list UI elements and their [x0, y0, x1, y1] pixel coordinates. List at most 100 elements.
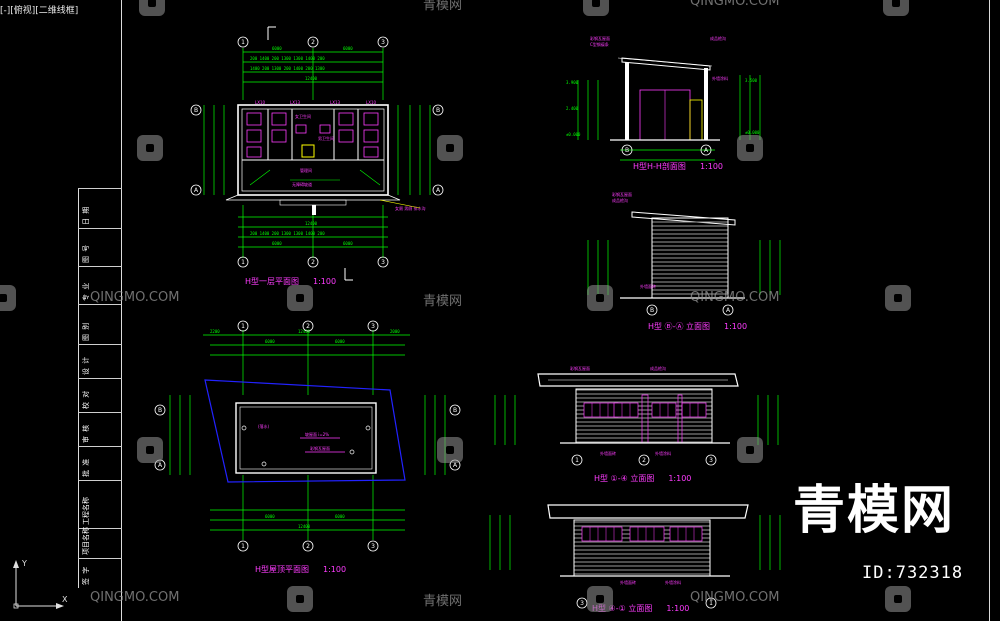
watermark-logo-icon [587, 586, 613, 612]
rear-elevation-scale: 1:100 [666, 604, 690, 613]
svg-text:Y: Y [21, 559, 27, 568]
title-block-cell: 批 准 [78, 446, 122, 481]
watermark-logo-icon [437, 437, 463, 463]
svg-text:B: B [650, 307, 654, 314]
title-block-cell: 日 期 [78, 188, 122, 229]
svg-text:LX13: LX13 [290, 100, 301, 105]
svg-text:成品檐沟: 成品檐沟 [710, 35, 726, 41]
floor-plan-scale: 1:100 [313, 277, 337, 286]
asset-id-label: ID:732318 [862, 563, 964, 583]
svg-text:±0.000: ±0.000 [566, 132, 581, 137]
svg-text:6000: 6000 [272, 46, 282, 51]
svg-text:外墙涂料: 外墙涂料 [712, 75, 728, 81]
svg-text:坡屋面 i=2%: 坡屋面 i=2% [305, 431, 329, 437]
svg-text:A: A [704, 147, 709, 154]
watermark-logo-icon [137, 135, 163, 161]
watermark-en: QINGMO.COM [690, 590, 780, 605]
roof-plan-title-text: H型屋顶平面图 [255, 565, 310, 574]
svg-text:200 1400 200 1300 1300 1400 20: 200 1400 200 1300 1300 1400 200 [250, 231, 325, 236]
rear-elevation-title-text: H型 ④-① 立面图 [592, 604, 653, 613]
title-block-cell: 图 别 [78, 304, 122, 345]
svg-text:2200: 2200 [210, 329, 220, 334]
svg-text:12400: 12400 [298, 329, 311, 334]
svg-text:1: 1 [241, 39, 245, 46]
svg-text:无障碍坡道: 无障碍坡道 [292, 181, 312, 187]
watermark-logo-icon [885, 285, 911, 311]
svg-text:男卫生间: 男卫生间 [318, 135, 334, 141]
watermark-en: QINGMO.COM [690, 0, 780, 9]
svg-text:A: A [726, 307, 731, 314]
section-scale: 1:100 [699, 162, 723, 171]
svg-text:6000: 6000 [265, 339, 275, 344]
svg-text:3: 3 [371, 543, 375, 550]
svg-text:2: 2 [306, 543, 310, 550]
svg-text:6000: 6000 [272, 241, 282, 246]
title-block: 日 期 图 号 专 业 图 别 设 计 校 对 审 核 批 准 工程名称 项目名… [78, 188, 122, 588]
svg-text:A: A [158, 462, 163, 469]
svg-text:B: B [158, 407, 162, 414]
front-elevation-title-text: H型 ①-④ 立面图 [594, 474, 655, 483]
watermark-logo-icon [883, 0, 909, 16]
side-elevation-title-text: H型 Ⓑ-Ⓐ 立面图 [648, 322, 710, 331]
watermark-logo-icon [437, 135, 463, 161]
svg-text:彩钢瓦屋面: 彩钢瓦屋面 [570, 365, 590, 371]
svg-text:LX10: LX10 [255, 100, 266, 105]
svg-text:200 1400 200 1300 1300 1400 20: 200 1400 200 1300 1300 1400 200 [250, 56, 325, 61]
svg-text:6000: 6000 [343, 241, 353, 246]
section-title: H型H-H剖面图 1:100 [633, 161, 723, 172]
svg-text:1400 200 1300 200 1400 200 130: 1400 200 1300 200 1400 200 1300 [250, 66, 325, 71]
svg-text:6000: 6000 [335, 339, 345, 344]
svg-text:3: 3 [381, 39, 385, 46]
watermark-logo-icon [587, 285, 613, 311]
title-block-cell: 校 对 [78, 378, 122, 413]
section-title-text: H型H-H剖面图 [633, 162, 686, 171]
svg-text:3: 3 [709, 457, 713, 464]
svg-text:B: B [194, 107, 198, 114]
viewport-label[interactable]: [-][俯视][二维线框] [0, 6, 79, 16]
svg-text:女厕 男厕 排水沟: 女厕 男厕 排水沟 [395, 205, 426, 211]
watermark-logo-icon [137, 437, 163, 463]
title-block-cell: 设 计 [78, 344, 122, 379]
svg-text:2.400: 2.400 [566, 106, 579, 111]
svg-text:LX10: LX10 [366, 100, 377, 105]
watermark-en: QINGMO.COM [690, 290, 780, 305]
watermark-cn: 青模网 [423, 594, 463, 609]
svg-text:A: A [453, 462, 458, 469]
watermark-logo-icon [287, 285, 313, 311]
svg-text:3: 3 [371, 323, 375, 330]
svg-text:3: 3 [580, 600, 584, 607]
frame-left-border [121, 0, 122, 621]
title-block-cell: 专 业 [78, 266, 122, 305]
svg-text:2: 2 [306, 323, 310, 330]
svg-text:2: 2 [311, 259, 315, 266]
svg-text:成品檐沟: 成品檐沟 [650, 365, 666, 371]
svg-text:12400: 12400 [305, 76, 318, 81]
svg-text:6000: 6000 [343, 46, 353, 51]
watermark-logo-icon [139, 0, 165, 16]
svg-text:管理间: 管理间 [300, 167, 312, 173]
ucs-axis-icon: Y X [13, 559, 68, 609]
floor-plan-title-text: H型一层平面图 [245, 277, 300, 286]
svg-text:1: 1 [241, 543, 245, 550]
watermark-cn: 青模网 [423, 294, 463, 309]
svg-text:2000: 2000 [390, 329, 400, 334]
svg-text:C型钢檩条: C型钢檩条 [590, 41, 609, 47]
watermark-logo-icon [737, 437, 763, 463]
svg-text:彩钢瓦屋面: 彩钢瓦屋面 [310, 445, 330, 451]
title-block-cell: 项目名称 [78, 527, 122, 559]
svg-text:B: B [436, 107, 440, 114]
svg-text:A: A [194, 187, 199, 194]
watermark-logo-icon [0, 285, 16, 311]
rear-elevation-title: H型 ④-① 立面图 1:100 [592, 603, 689, 614]
svg-text:1: 1 [241, 259, 245, 266]
svg-text:外墙面砖: 外墙面砖 [640, 283, 656, 289]
svg-text:2: 2 [311, 39, 315, 46]
svg-text:LX13: LX13 [330, 100, 341, 105]
svg-text:外墙涂料: 外墙涂料 [665, 579, 681, 585]
svg-text:X: X [62, 595, 68, 604]
